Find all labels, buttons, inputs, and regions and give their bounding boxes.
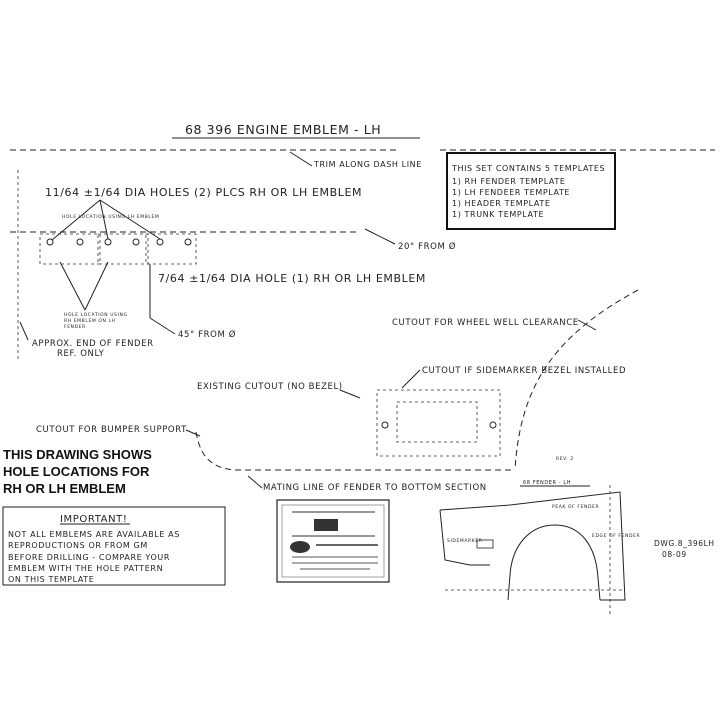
hole-mark-6 (184, 238, 192, 246)
wheel-well-curve (514, 289, 639, 471)
hole-leader-1 (51, 199, 101, 241)
notice-line-2: HOLE LOCATIONS FOR (3, 464, 150, 479)
from-20-leader (364, 228, 396, 245)
bezel-hole-right (489, 421, 497, 429)
existing-inner-cutout (396, 401, 478, 443)
inset-front-lower (439, 509, 490, 566)
approx-end-label: APPROX. END OF FENDER (32, 339, 154, 349)
important-heading: IMPORTANT! (60, 514, 127, 525)
templates-item-4: 1) TRUNK TEMPLATE (452, 210, 544, 219)
approx-end-ref: REF. ONLY (57, 349, 105, 359)
emblem-segment-2 (97, 233, 149, 265)
maker-badge (276, 499, 390, 583)
drawing-date: 08-09 (662, 550, 687, 559)
badge-inner-frame (281, 504, 385, 578)
inset-fender-outline (439, 491, 626, 601)
templates-item-2: 1) LH FENDEER TEMPLATE (452, 188, 570, 197)
rh-hole-leader-1 (59, 261, 86, 311)
templates-box: THIS SET CONTAINS 5 TEMPLATES 1) RH FEND… (446, 152, 616, 230)
important-line-2: REPRODUCTIONS OR FROM GM (8, 541, 148, 550)
sidemarker-label: CUTOUT IF SIDEMARKER BEZEL INSTALLED (422, 366, 626, 376)
sidemarker-outer-cutout (376, 389, 501, 457)
important-box: IMPORTANT! NOT ALL EMBLEMS ARE AVAILABLE… (2, 506, 226, 586)
fender-inset: 68 FENDER - LH PEAK OF FENDER EDGE OF FE… (439, 480, 640, 615)
hole-mark-4 (132, 238, 140, 246)
hole-mark-1 (46, 238, 54, 246)
templates-item-3: 1) HEADER TEMPLATE (452, 199, 551, 208)
inset-title: 68 FENDER - LH (523, 480, 571, 486)
drawing-title: 68 396 ENGINE EMBLEM - LH (185, 122, 381, 137)
bezel-hole-left (381, 421, 389, 429)
important-frame (2, 506, 226, 586)
important-line-1: NOT ALL EMBLEMS ARE AVAILABLE AS (8, 530, 180, 539)
templates-item-1: 1) RH FENDER TEMPLATE (452, 177, 566, 186)
revision-label: REV. 2 (556, 456, 574, 462)
wheel-well-leader (577, 319, 597, 331)
emblem-segment-3 (145, 233, 197, 265)
sidemarker-leader (401, 369, 421, 389)
approx-end-leader (19, 321, 29, 341)
rh-hole-leader-2 (84, 261, 109, 311)
wheel-well-label: CUTOUT FOR WHEEL WELL CLEARANCE (392, 318, 579, 328)
important-line-3: BEFORE DRILLING - COMPARE YOUR (8, 553, 170, 562)
inset-sidemarker-label: SIDEMARKER (447, 538, 483, 544)
notice-line-1: THIS DRAWING SHOWS (3, 447, 152, 462)
important-line-5: ON THIS TEMPLATE (8, 575, 94, 584)
existing-cutout-label: EXISTING CUTOUT (NO BEZEL) (197, 382, 343, 392)
important-line-4: EMBLEM WITH THE HOLE PATTERN (8, 564, 163, 573)
hole-mark-3 (104, 238, 112, 246)
hole-mark-5 (156, 238, 164, 246)
inset-sidemarker-box (476, 539, 494, 549)
inset-edge-label: EDGE OF FENDER (592, 533, 640, 539)
templates-heading: THIS SET CONTAINS 5 TEMPLATES (451, 164, 605, 173)
templates-box-frame (446, 152, 616, 230)
bumper-label: CUTOUT FOR BUMPER SUPPORT (36, 425, 187, 435)
mating-line-label: MATING LINE OF FENDER TO BOTTOM SECTION (263, 483, 487, 493)
hole-location-rh-note-3: FENDER (64, 324, 86, 330)
holes-two-callout: 11/64 ±1/64 DIA HOLES (2) PLCS RH OR LH … (45, 186, 362, 199)
from-45-label: 45° FROM Ø (178, 329, 236, 340)
from-20-label: 20° FROM Ø (398, 241, 456, 252)
hole-leader-3 (99, 199, 161, 240)
badge-seal (290, 541, 310, 553)
trim-dash-label: TRIM ALONG DASH LINE (313, 160, 422, 169)
inset-wheel-arch (507, 524, 601, 601)
hole-leader-2 (99, 199, 109, 240)
hole-mark-2 (76, 238, 84, 246)
trim-leader (289, 151, 313, 167)
hole-location-rh-note-2: RH EMBLEM ON LH (64, 318, 116, 324)
hole-location-lh-note: HOLE LOCATION USING LH EMBLEM (62, 214, 159, 220)
drawing-number: DWG.8_396LH (654, 539, 715, 548)
badge-logo (314, 519, 338, 531)
badge-frame (276, 499, 390, 583)
hole-one-callout: 7/64 ±1/64 DIA HOLE (1) RH OR LH EMBLEM (158, 272, 426, 285)
notice-line-3: RH OR LH EMBLEM (3, 481, 126, 496)
mating-line-leader (247, 475, 263, 489)
existing-cutout-leader (339, 389, 361, 399)
emblem-segment-1 (39, 233, 101, 265)
bumper-leader (185, 429, 201, 437)
bumper-cutout-curve (195, 431, 515, 471)
from-45-leader (149, 317, 176, 335)
hole-location-rh-note-1: HOLE LOCATION USING (64, 312, 128, 318)
inset-peak-label: PEAK OF FENDER (552, 504, 599, 510)
emblem-outline (39, 199, 197, 318)
